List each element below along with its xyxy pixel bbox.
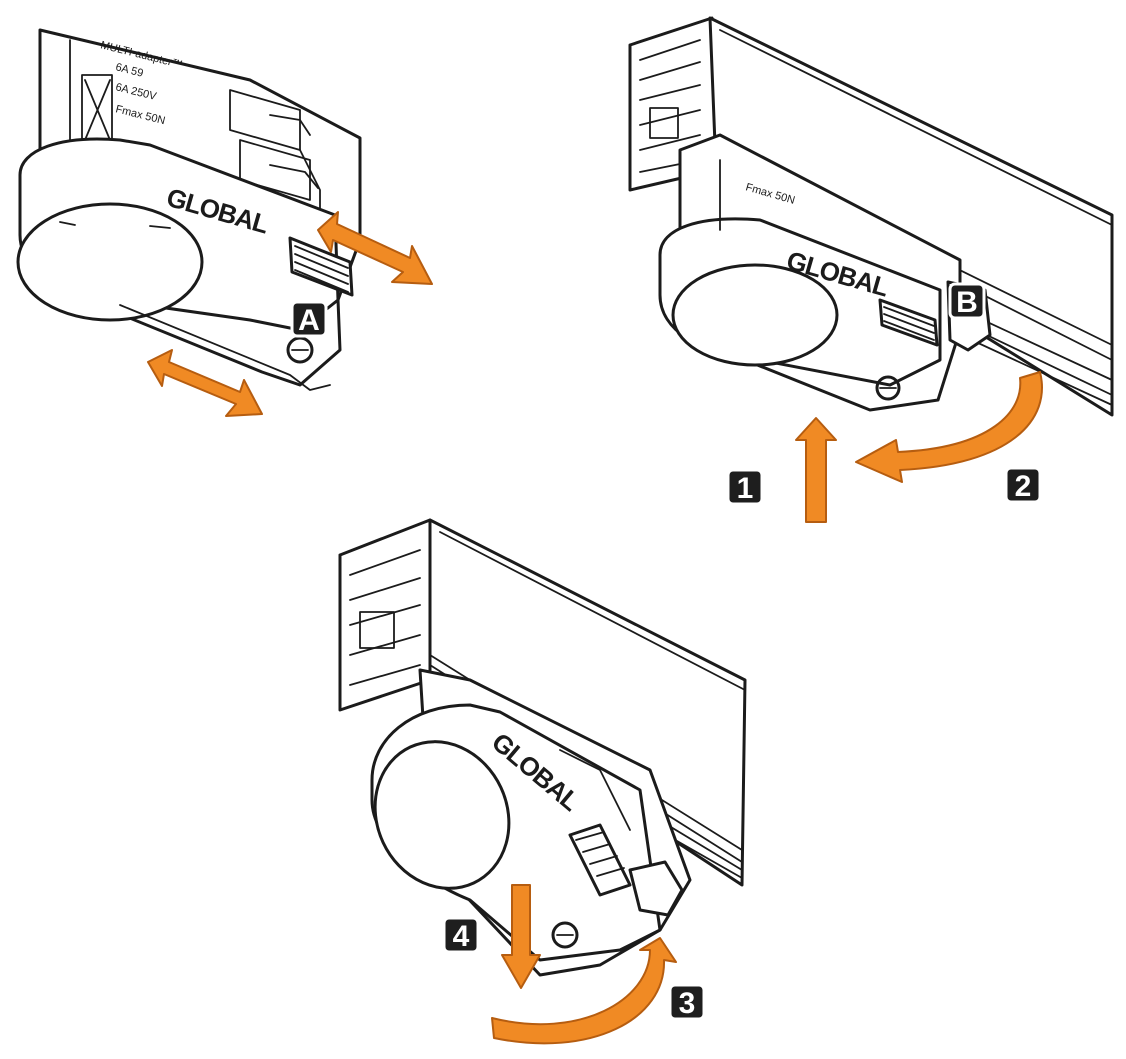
badge-b: B <box>948 282 986 320</box>
locking-lever <box>628 860 684 917</box>
svg-text:2: 2 <box>1015 470 1032 503</box>
track-rail-upper <box>628 16 1114 417</box>
adapter-unit-c: GLOBAL <box>370 668 692 977</box>
screw-icon <box>875 375 901 401</box>
svg-text:1: 1 <box>737 472 754 505</box>
push-up-arrow <box>795 417 837 523</box>
screw-icon <box>551 921 579 949</box>
svg-text:4: 4 <box>453 920 470 953</box>
rotate-arrow-upper <box>855 371 1043 483</box>
badge-a: A <box>290 300 328 338</box>
badge-1: 1 <box>726 468 764 506</box>
rotate-arrow-lower <box>491 937 677 1045</box>
svg-text:B: B <box>956 286 978 319</box>
adjust-wheel-c <box>568 823 632 897</box>
adjust-wheel-a <box>288 236 354 297</box>
screw-icon <box>286 336 314 364</box>
pull-down-arrow <box>501 884 541 989</box>
badge-3: 3 <box>668 983 706 1021</box>
adapter-unit-a: MULTI-adapter™ 6A 59 6A 250V Fmax 50N GL… <box>16 28 362 391</box>
badge-2: 2 <box>1004 466 1042 504</box>
slide-arrow-lower <box>147 349 263 417</box>
svg-text:3: 3 <box>679 987 696 1020</box>
adjust-wheel-b <box>878 298 939 347</box>
adapter-unit-b: Fmax 50N GLOBAL <box>658 133 992 412</box>
svg-text:A: A <box>298 304 320 337</box>
badge-4: 4 <box>442 916 480 954</box>
slide-arrow-upper <box>317 211 433 285</box>
